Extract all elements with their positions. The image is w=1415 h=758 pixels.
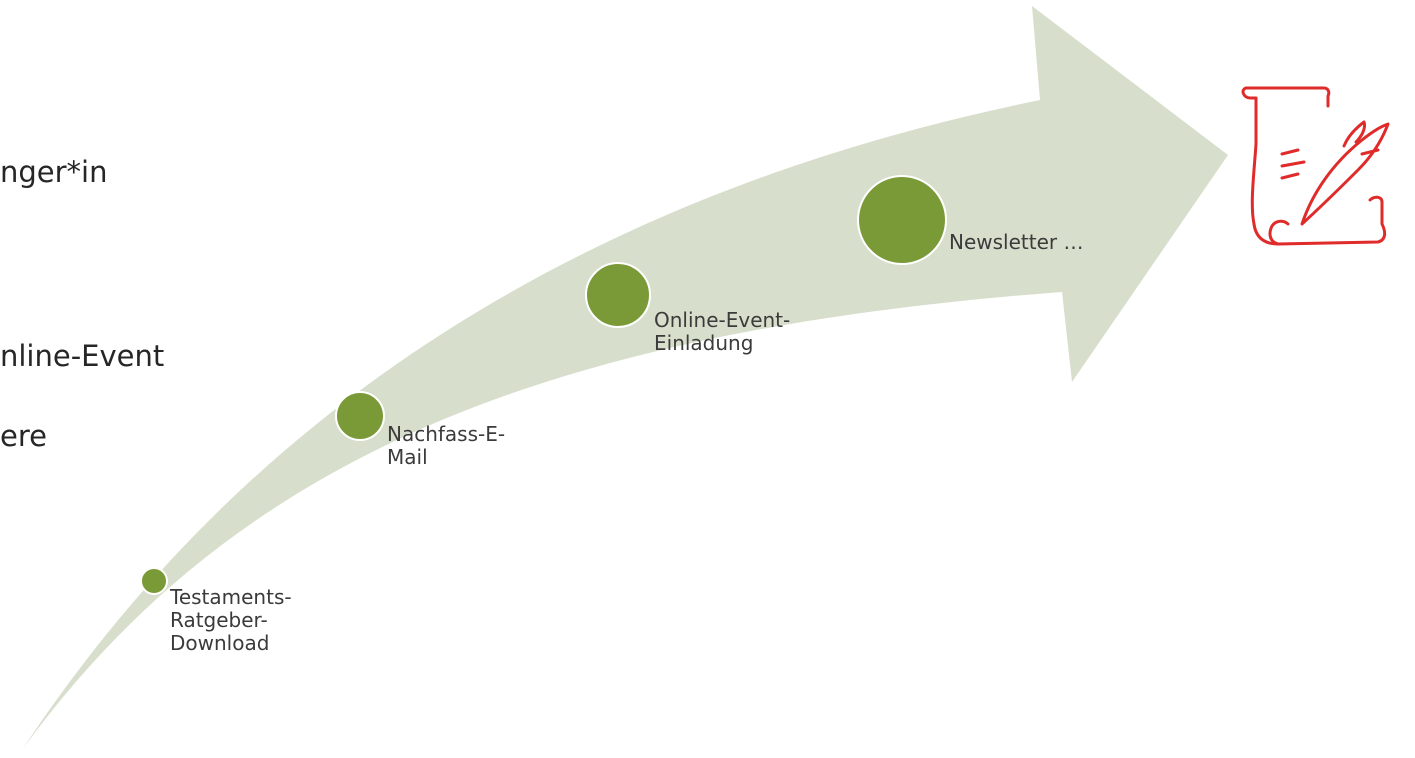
- background-text-line-3: ere: [0, 419, 47, 453]
- milestone-label-3: Online-Event- Einladung: [654, 308, 791, 355]
- milestone-label-1: Testaments- Ratgeber- Download: [170, 585, 292, 655]
- milestone-dot-1: [140, 567, 168, 595]
- milestone-dot-4: [857, 175, 947, 265]
- milestone-label-4: Newsletter …: [949, 230, 1084, 254]
- milestone-label-2: Nachfass-E- Mail: [387, 422, 506, 469]
- milestone-dot-3: [585, 262, 651, 328]
- milestone-dot-2: [335, 391, 385, 441]
- testament-quill-icon: [1241, 86, 1390, 246]
- background-text-line-1: nger*in: [0, 155, 108, 189]
- background-text-line-2: nline-Event: [0, 339, 165, 373]
